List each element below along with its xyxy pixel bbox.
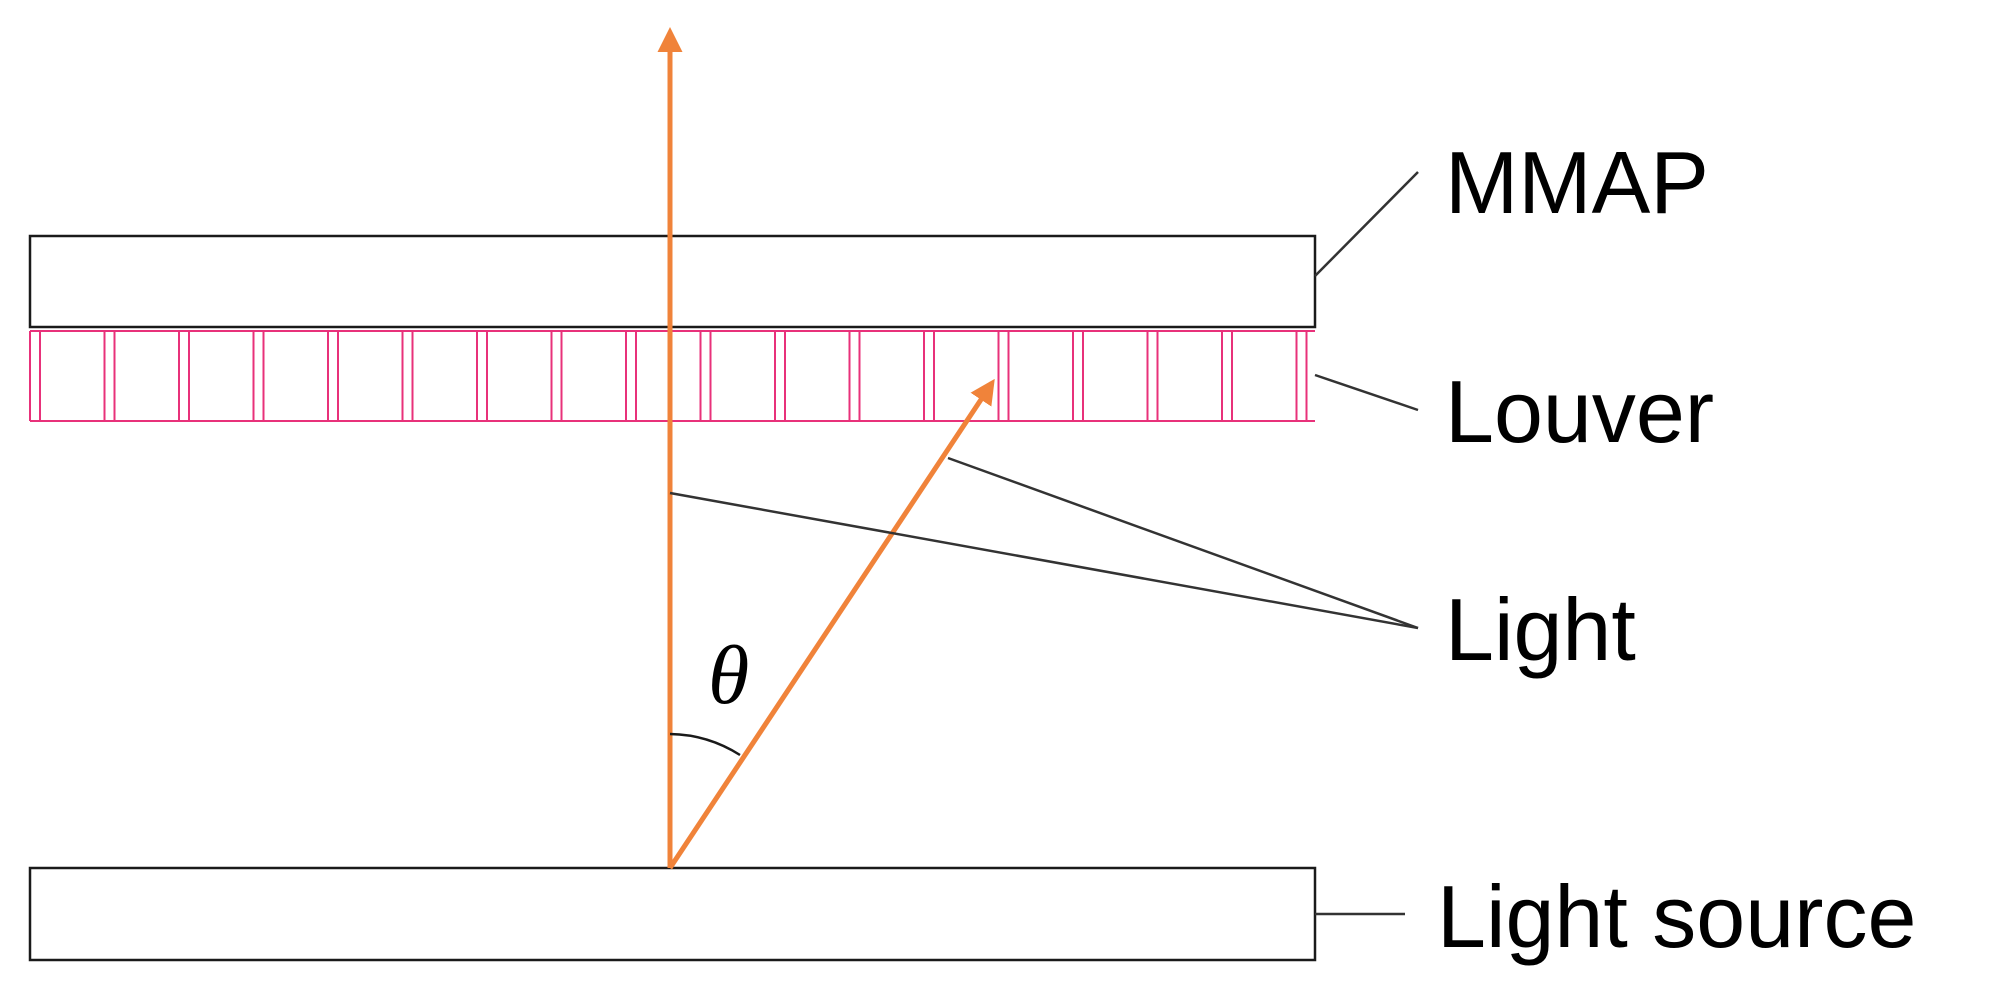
- oblique-light-ray: [667, 378, 995, 870]
- mmap-leader-line: [1314, 171, 1419, 277]
- light-leader-line-vertical: [669, 491, 1419, 630]
- louver-leader-line: [1314, 373, 1419, 412]
- light-source-label: Light source: [1437, 867, 1916, 966]
- louver-label: Louver: [1445, 362, 1714, 461]
- angle-arc: [669, 732, 741, 757]
- light-label: Light: [1445, 580, 1636, 679]
- mmap-label: MMAP: [1445, 133, 1709, 232]
- louver-layer: [29, 330, 1315, 422]
- theta-label: θ: [708, 629, 749, 722]
- light-source-layer: [28, 866, 1317, 962]
- louver-slats: [29, 331, 1308, 421]
- light-leader-line-oblique: [947, 456, 1419, 630]
